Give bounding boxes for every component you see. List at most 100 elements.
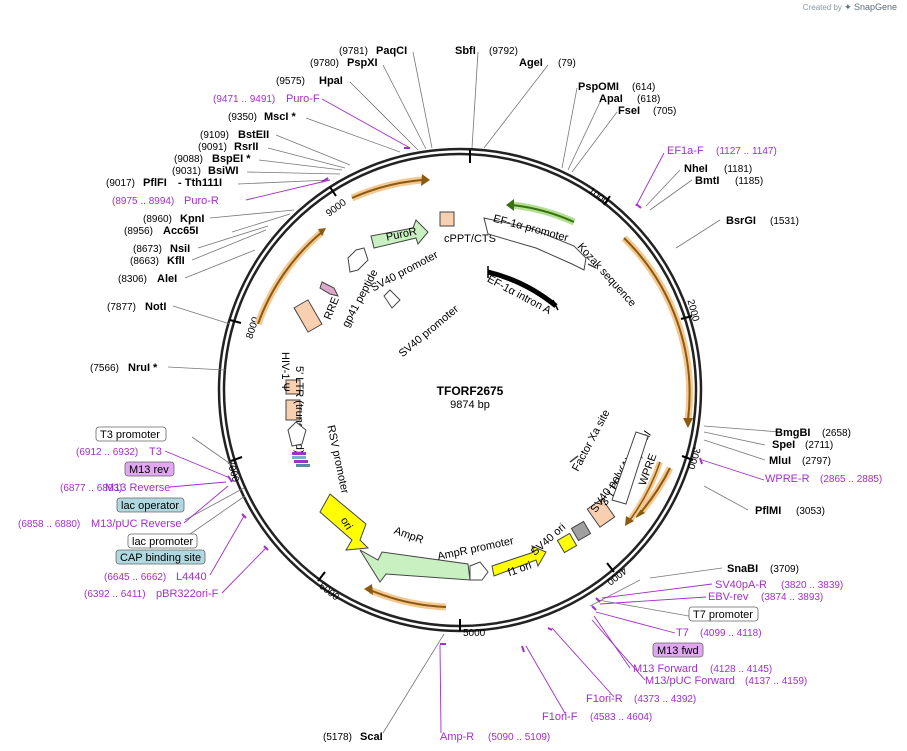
enzyme-pos-rsrii: (9091) — [198, 142, 227, 153]
orf-arc-right3-line — [629, 461, 661, 521]
cppt-box — [439, 211, 455, 227]
f1-ori-arrow — [491, 545, 547, 577]
enzyme-pos-bmti: (1185) — [735, 176, 763, 187]
snapgene-logo-icon: ✦ — [844, 2, 852, 12]
enzyme-pos-pflfi: (9017) — [106, 178, 135, 189]
primer-wpre-r: WPRE-R — [765, 473, 810, 485]
enzyme-pos-sbfi: (9792) — [489, 46, 518, 57]
lac-stripe-3 — [294, 460, 308, 463]
enzyme-bsrgi: BsrGI — [726, 215, 756, 227]
enzyme-pos-bspei: (9088) — [174, 154, 203, 165]
ef1a-promoter-shape — [483, 217, 587, 271]
ltr3-box — [586, 498, 616, 528]
tick-mark-2000 — [680, 315, 693, 320]
enzyme-alei: AleI — [157, 273, 177, 285]
primer-bars — [227, 147, 703, 653]
leader-lines — [167, 51, 781, 734]
orf-arrow-right — [683, 418, 693, 428]
primer-pos-t3: (6912 .. 6932) — [76, 447, 138, 458]
factorxa-mark — [569, 455, 579, 463]
enzyme-fsei: FseI — [618, 105, 640, 117]
enzyme-msci: MscI * — [264, 111, 297, 123]
lac-stripe-1 — [292, 452, 306, 455]
enzyme-pos-hpai: (9575) — [276, 76, 305, 87]
lac-stripe-2 — [292, 456, 306, 459]
enzyme-bmti: BmtI — [695, 175, 719, 187]
primer-pbr322ori-f: pBR322ori-F — [156, 588, 219, 600]
m13-rev-label: M13 rev — [129, 464, 169, 476]
primer-pos-puro-f: (9471 .. 9491) — [213, 94, 275, 105]
enzyme-rsrii: RsrII — [234, 141, 258, 153]
orf-arrow-right3 — [625, 516, 634, 526]
orf-arc-bottom — [368, 586, 447, 611]
enzyme-pos-agei: (79) — [558, 58, 576, 69]
primer-pos-m13-puc-reverse: (6858 .. 6880) — [18, 519, 80, 530]
rre-label: RRE — [322, 296, 342, 322]
cap-site-label: CAP binding site — [120, 552, 201, 564]
puror-arrow — [370, 219, 429, 249]
enzyme-pos-spei: (2711) — [805, 440, 833, 451]
enzyme-apai: ApaI — [599, 93, 623, 105]
enzyme-acc65i: Acc65I — [163, 225, 198, 237]
lac-stripe-4 — [296, 464, 310, 467]
cap-site-box — [115, 549, 206, 565]
enzyme-pos-kpni: (8960) — [143, 214, 172, 225]
sv40-promoter-mid-shape — [383, 289, 401, 309]
sv40-ori-gray — [570, 520, 592, 542]
m13-fwd-label: M13 fwd — [657, 645, 699, 657]
enzyme-bsteii: BstEII — [238, 129, 269, 141]
orf-arc-top — [350, 176, 423, 202]
enzyme-pos-kfli: (8663) — [130, 256, 159, 267]
enzyme-pos-pspomi: (614) — [632, 82, 655, 93]
primer-labels: (9471 .. 9491) Puro-F (8975 .. 8994) Pur… — [18, 93, 882, 743]
orf-arc-left-line — [257, 231, 323, 325]
gp41-shape — [319, 281, 339, 297]
kozak-label: Kozak sequence — [575, 241, 638, 309]
primer-amp-r: Amp-R — [440, 731, 474, 743]
enzyme-pos-msci: (9350) — [228, 112, 257, 123]
enzyme-pspxi: PspXI — [347, 57, 378, 69]
enzyme-sbfi: SbfI — [455, 45, 476, 57]
enzyme-nhei: NheI — [684, 163, 708, 175]
watermark-prefix: Created by — [802, 3, 842, 12]
primer-l4440: L4440 — [176, 571, 207, 583]
sv40-promoter-top-shape — [347, 247, 369, 273]
m13-fwd-box — [652, 642, 704, 658]
primer-pos-amp-r: (5090 .. 5109) — [488, 732, 550, 743]
rsv-promoter-label: RSV promoter — [324, 424, 350, 495]
ampr-promoter-shape — [469, 561, 489, 581]
enzyme-bsiwi: BsiWI — [208, 165, 239, 177]
watermark-brand: SnapGene — [853, 2, 897, 12]
ef1a-arrow — [506, 199, 514, 211]
primer-pos-ef1a-f: (1127 .. 1147) — [716, 146, 777, 157]
enzyme-pos-alei: (8306) — [118, 274, 147, 285]
primer-t7: T7 — [676, 627, 689, 639]
boxed-labels: T3 promoter M13 rev lac operator lac pro… — [95, 426, 759, 658]
primer-f1ori-f: F1ori-F — [542, 711, 578, 723]
enzyme-pos-apai: (618) — [637, 94, 660, 105]
tick-mark-4000 — [606, 562, 615, 573]
orf-arc-right-line — [623, 237, 691, 421]
enzyme-bspei: BspEI * — [212, 153, 251, 165]
enzyme-mlui: MluI — [769, 455, 791, 467]
tick-mark-3000 — [681, 455, 694, 461]
m13-rev-box — [124, 461, 175, 477]
enzyme-pos-scai: (5178) — [323, 732, 352, 743]
enzyme-pos-bsteii: (9109) — [200, 130, 229, 141]
enzyme-noti: NotI — [145, 301, 166, 313]
tick-mark-1000 — [603, 195, 611, 206]
primer-pos-m13-puc-forward: (4137 .. 4159) — [745, 676, 807, 687]
enzyme-scai: ScaI — [360, 731, 383, 743]
ampr-arrow — [359, 549, 471, 583]
ltr5-box — [285, 399, 301, 421]
enzyme-pos-nrui: (7566) — [90, 363, 119, 374]
enzyme-labels: (9781) PaqCI (9780) PspXI SbfI (9792) Ag… — [90, 45, 851, 743]
tick-mark-6000 — [317, 571, 326, 582]
hiv-psi-label: HIV-1 Ψ — [279, 352, 291, 392]
enzyme-pos-mlui: (2797) — [802, 456, 831, 467]
primer-pos-wpre-r: (2865 .. 2885) — [820, 474, 882, 485]
tick-mark-9000 — [329, 186, 337, 197]
primer-lines — [164, 98, 765, 734]
factorxa-label: Factor Xa site — [570, 408, 612, 474]
enzyme-nsii: NsiI — [170, 243, 190, 255]
